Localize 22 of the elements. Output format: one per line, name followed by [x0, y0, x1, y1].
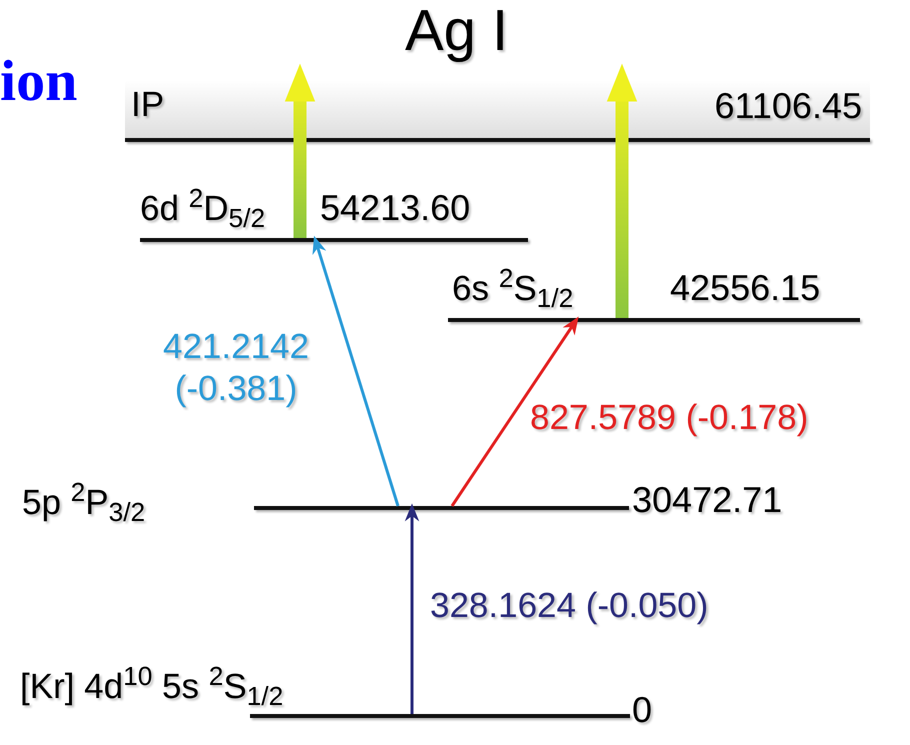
- level-energy: 61106.45: [714, 84, 862, 128]
- energy-level: [448, 268, 860, 322]
- level-energy: 42556.15: [670, 266, 820, 310]
- transition-arrow: [312, 236, 400, 506]
- level-term: [Kr] 4d$^{10}$ 5s $^{2}$S$_{1/2}$: [20, 666, 284, 708]
- edge-label: 421.2142 (-0.381): [162, 326, 310, 410]
- transition-arrow: [450, 316, 579, 507]
- level-term: 6d $^{2}$D$_{5/2}$: [140, 188, 266, 230]
- level-energy: 30472.71: [632, 478, 782, 522]
- cropped-heading-text: ion: [0, 52, 78, 110]
- edge-label: 827.5789 (-0.178): [530, 397, 808, 439]
- level-energy: 54213.60: [320, 186, 470, 230]
- ionization-arrow: [284, 64, 316, 238]
- transition-arrow: [404, 503, 420, 714]
- level-term: 5p $^{2}$P$_{3/2}$: [22, 482, 146, 524]
- level-term: 6s $^{2}$S$_{1/2}$: [452, 268, 574, 310]
- energy-level: [140, 188, 528, 242]
- ionization-arrow: [606, 64, 638, 318]
- level-term: IP: [131, 84, 164, 126]
- diagram-title: Ag I: [405, 2, 508, 60]
- level-energy: 0: [632, 688, 652, 732]
- edge-label: 328.1624 (-0.050): [430, 585, 708, 627]
